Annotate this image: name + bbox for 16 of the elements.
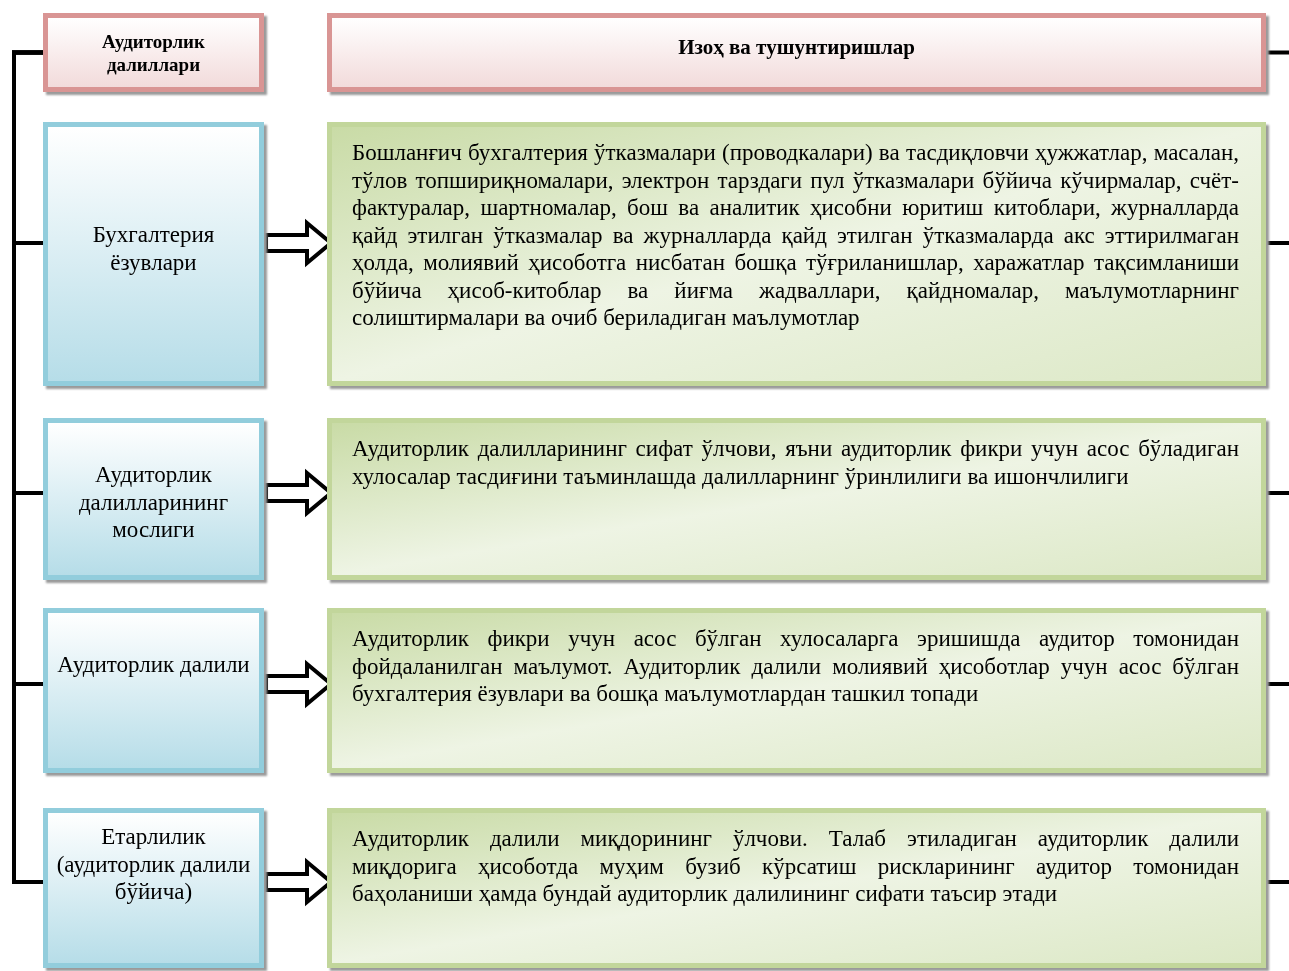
connector-line — [1266, 880, 1289, 884]
connector-line — [1266, 50, 1289, 55]
description-box: Аудиторлик далилларининг сифат ўлчови, яъни аудиторлик фикри учун асос бўладиган хулосалар тасдиғини таъминлашда далилларнинг ўринлилиги ва ишончлилиги — [327, 418, 1266, 580]
category-box: Етарлилик (аудиторлик далили бўйича) — [43, 808, 264, 968]
category-box: Аудиторлик далили — [43, 608, 264, 773]
connector-line — [1266, 682, 1289, 686]
category-box: Аудиторлик далилларининг мослиги — [43, 418, 264, 580]
connector-line — [1266, 491, 1289, 495]
connector-line — [1266, 241, 1289, 245]
category-box: Бухгалтерия ёзувлари — [43, 122, 264, 386]
bracket-line — [12, 50, 43, 884]
header-box: Аудиторлик далиллари — [43, 13, 264, 92]
description-box: Бошланғич бухгалтерия ўтказмалари (проводкалари) ва тасдиқловчи ҳужжатлар, масалан, тўлов топшириқномалари, электрон тарздаги пул ўтказмалари бўйича кўчирмалар, счёт-фактуралар, шартномалар, бош ва аналитик ҳисобни юритиш китоблари, журналларда қайд этилган ўтказмалар ва журналларда қайд этилган ўтказмаларда акс эттирилмаган ҳолда, молиявий ҳисоботга нисбатан бошқа тўғриланишлар, харажатлар тақсимланиши бўйича ҳисоб-китоблар ва йиғма жадваллари, қайдномалар, маълумотларнинг солиштирмалари ва очиб бериладиган маълумотлар — [327, 122, 1266, 386]
description-box: Аудиторлик далили миқдорининг ўлчови. Талаб этиладиган аудиторлик далили миқдорига ҳисоботда муҳим бузиб кўрсатиш рискларининг аудитор томонидан баҳоланиши ҳамда бундай аудиторлик далилининг сифати таъсир этади — [327, 808, 1266, 968]
header-box: Изоҳ ва тушунтиришлар — [327, 13, 1266, 92]
description-box: Аудиторлик фикри учун асос бўлган хулосаларга эришишда аудитор томонидан фойдаланилган маълумот. Аудиторлик далили молиявий ҳисоботлар учун асос бўлган бухгалтерия ёзувлари ва бошқа маълумотлардан ташкил топади — [327, 608, 1266, 773]
